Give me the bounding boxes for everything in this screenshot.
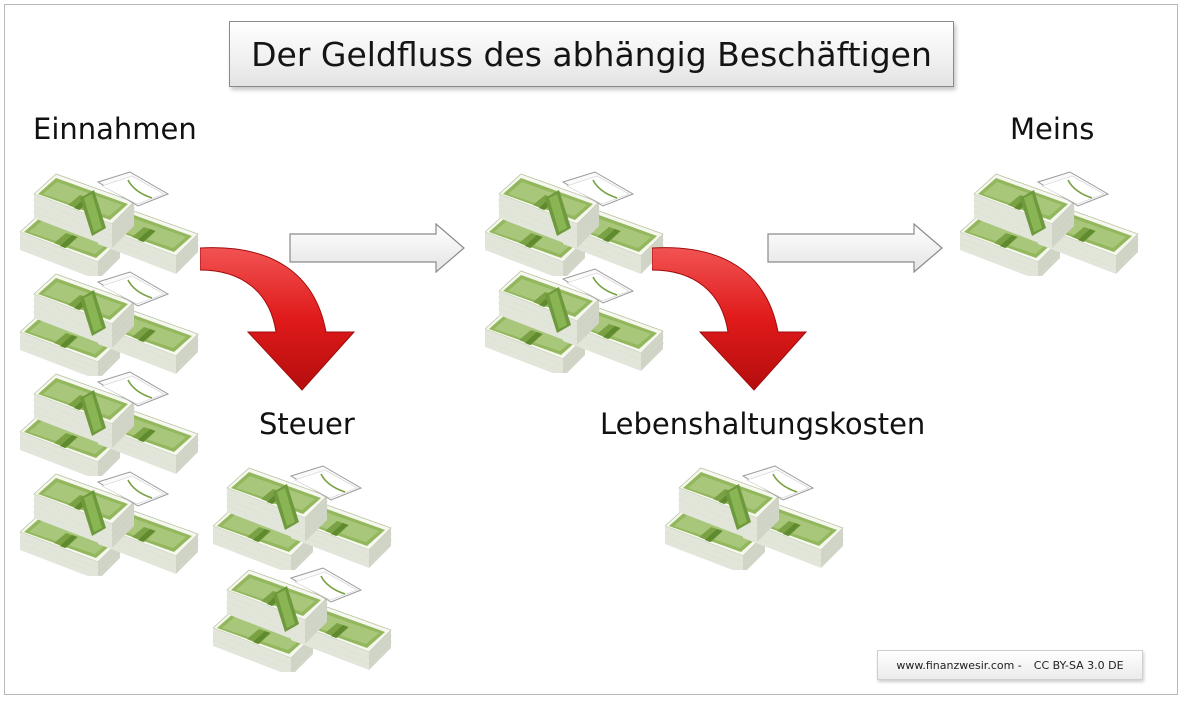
label-income: Einnahmen (33, 112, 197, 146)
banknote-stack-icon (485, 265, 669, 373)
curved-down-arrow-icon (200, 230, 356, 392)
label-tax: Steuer (259, 407, 355, 441)
diagram-title: Der Geldfluss des abhängig Beschäftigen (229, 21, 954, 87)
label-living-costs: Lebenshaltungskosten (600, 407, 925, 441)
footer-site: www.finanzwesir.com - (896, 659, 1021, 672)
banknote-stack-icon (20, 468, 204, 576)
banknote-stack-icon (485, 168, 669, 276)
banknote-stack-icon (20, 368, 204, 476)
label-mine: Meins (1010, 112, 1094, 146)
banknote-stack-icon (20, 168, 204, 276)
banknote-stack-icon (20, 268, 204, 376)
footer-credit: www.finanzwesir.com - CC BY-SA 3.0 DE (877, 650, 1143, 680)
curved-down-arrow-icon (652, 230, 808, 392)
banknote-stack-icon (960, 168, 1144, 276)
banknote-stack-icon (665, 462, 849, 570)
banknote-stack-icon (213, 462, 397, 570)
footer-license: CC BY-SA 3.0 DE (1034, 659, 1124, 672)
banknote-stack-icon (213, 564, 397, 672)
